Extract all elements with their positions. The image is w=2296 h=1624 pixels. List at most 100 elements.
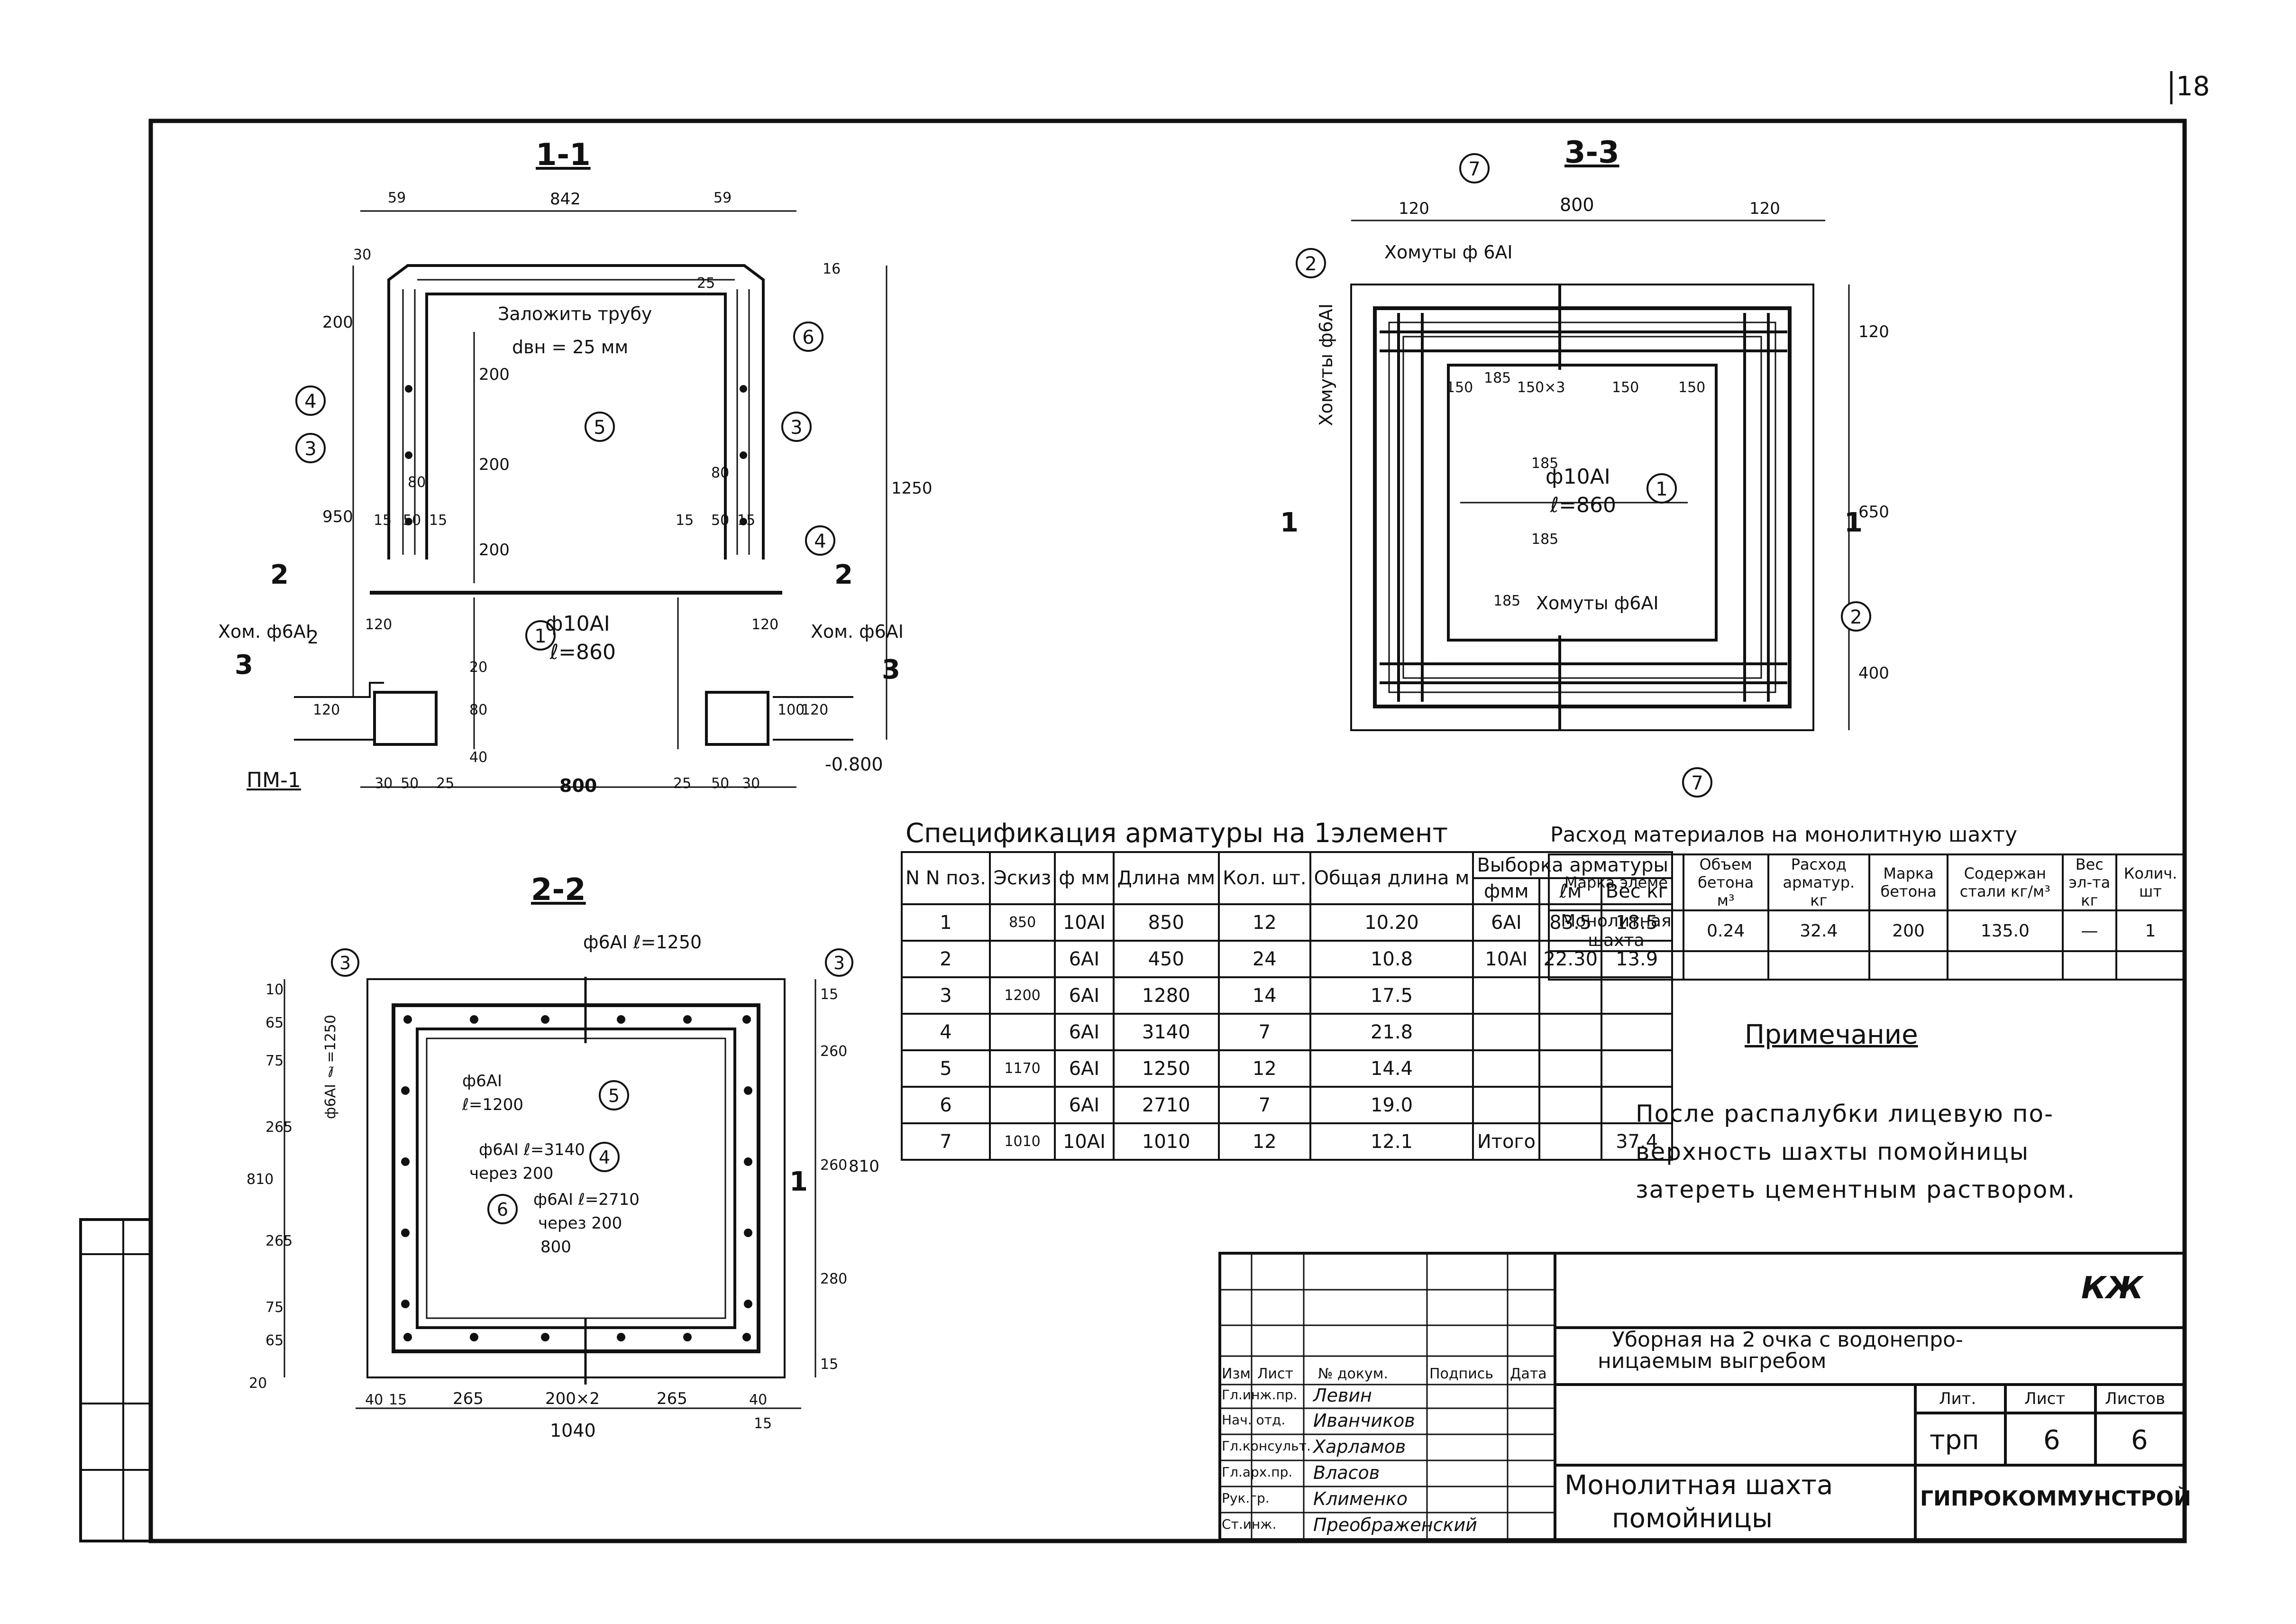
s1-dim-200-d: 200 (479, 541, 510, 560)
section-2-title: 2-2 (531, 872, 586, 908)
tb-name: Преображенский (1313, 1514, 1477, 1535)
sheet-number: 18 (2176, 71, 2210, 102)
svg-text:5: 5 (594, 417, 605, 439)
tb-col-izm: Изм (1222, 1366, 1251, 1382)
spec-cell-pos: 1 (901, 903, 991, 942)
spec-header-total: Общая длина м (1309, 851, 1474, 905)
s1-dim-80-bottom: 80 (469, 702, 488, 718)
spec-cell-length: 1010 (1112, 1122, 1220, 1161)
spec-cell-total: 21.8 (1309, 1013, 1474, 1051)
s1-dim-50-bottom-b: 50 (711, 775, 730, 792)
s1-dim-30-bottom-b: 30 (742, 775, 760, 792)
svg-text:7: 7 (1468, 158, 1480, 180)
s1-dim-120-a: 120 (365, 616, 393, 633)
s2-label-6b: через 200 (538, 1214, 622, 1233)
spec-cell-count: 12 (1218, 1049, 1311, 1088)
s1-dim-120-c: 120 (313, 702, 340, 718)
s3-dim-r-400: 400 (1858, 664, 1889, 683)
materials-cell: Монолитная шахта (1548, 909, 1684, 952)
s2-label-4a: ф6АI ℓ=3140 (479, 1140, 585, 1159)
s1-dim-50-b: 50 (711, 512, 730, 529)
s3-dim-150-c: 150 (1678, 379, 1706, 396)
spec-cell-sel-dia (1472, 1013, 1541, 1051)
s3-dim-185-c: 185 (1531, 531, 1559, 548)
spec-cell-sel-dia (1472, 1086, 1541, 1124)
spec-cell-total: 10.8 (1309, 940, 1474, 978)
section-3-drawing: 72 12 7 (1296, 153, 1871, 798)
s2-label-top: ф6АI ℓ=1250 (583, 932, 702, 953)
tb-code: КЖ (2081, 1271, 2143, 1306)
materials-cell: 0.24 (1682, 909, 1769, 952)
note-title: Примечание (1745, 1019, 1918, 1050)
spec-cell-sel-len (1538, 1013, 1603, 1051)
s1-dim-15-a: 15 (374, 512, 392, 529)
s3-clamps-bottom: Хомуты ф6АI (1536, 593, 1659, 614)
s1-dim-50-a: 50 (403, 512, 421, 529)
svg-text:4: 4 (304, 391, 316, 413)
tb-role: Ст.инж. (1222, 1516, 1277, 1532)
s1-dim-20: 20 (469, 659, 488, 676)
svg-text:3: 3 (304, 438, 316, 460)
section-1-pm-label: ПМ-1 (247, 768, 301, 792)
s2-label-4b: через 200 (469, 1164, 554, 1183)
materials-header: Расход арматур. кг (1767, 853, 1871, 911)
note-line-3: затереть цементным раствором. (1636, 1176, 2076, 1203)
s1-dim-200-b: 200 (479, 365, 510, 384)
s1-dim-30-bottom-a: 30 (375, 775, 393, 792)
spec-cell-length: 1280 (1112, 976, 1220, 1015)
s1-dim-50-bottom-a: 50 (401, 775, 419, 792)
spec-header-dia: ф мм (1054, 851, 1115, 905)
svg-text:1: 1 (1656, 478, 1667, 500)
spec-table-title: Спецификация арматуры на 1элемент (906, 818, 1448, 849)
materials-header: Объем бетона м³ (1682, 853, 1769, 911)
spec-cell-sel-weight (1601, 1049, 1673, 1088)
s1-dim-200-c: 200 (479, 455, 510, 474)
spec-header-length: Длина мм (1112, 851, 1220, 905)
s2-dim-l-10: 10 (265, 982, 284, 998)
spec-cell-total: 12.1 (1309, 1122, 1474, 1161)
spec-header-count: Кол. шт. (1218, 851, 1311, 905)
s2-dim-l-810: 810 (247, 1171, 274, 1188)
spec-cell-sel-len (1538, 1086, 1603, 1124)
spec-cell-count: 24 (1218, 940, 1311, 978)
spec-cell-sketch (988, 1086, 1056, 1124)
materials-cell: 1 (2115, 909, 2186, 952)
svg-text:4: 4 (814, 531, 826, 552)
tb-lit-header: Лит. (1939, 1389, 1976, 1408)
s1-dim-59-right: 59 (713, 190, 732, 206)
svg-text:4: 4 (599, 1147, 610, 1168)
s2-dim-r-260-b: 260 (820, 1157, 848, 1174)
spec-cell-length: 3140 (1112, 1013, 1220, 1051)
tb-name: Иванчиков (1313, 1410, 1415, 1431)
tb-sheets-header: Листов (2105, 1389, 2166, 1408)
tb-name: Клименко (1313, 1488, 1408, 1509)
spec-cell-sketch: 1010 (988, 1122, 1056, 1161)
tb-name: Харламов (1313, 1436, 1406, 1457)
section-1-mark-2-left: 2 (270, 560, 289, 590)
section-1-mark-3-left: 3 (235, 650, 253, 680)
title-block (1218, 1252, 2186, 1541)
section-1-callout-pipe-2: dвн = 25 мм (512, 337, 629, 358)
s2-label-800: 800 (540, 1238, 571, 1257)
tb-lit-value: трп (1930, 1425, 1979, 1456)
s2-dim-l-75-b: 75 (265, 1299, 284, 1316)
tb-role: Гл.инж.пр. (1222, 1387, 1298, 1403)
spec-cell-sketch: 1170 (988, 1049, 1056, 1088)
s2-dim-l-20: 20 (249, 1375, 267, 1392)
spec-header-sel-dia: фмм (1472, 877, 1541, 905)
s2-dim-r-260-a: 260 (820, 1043, 848, 1060)
spec-cell-count: 12 (1218, 903, 1311, 942)
s1-dim-842: 842 (550, 190, 581, 209)
spec-cell-count: 12 (1218, 1122, 1311, 1161)
s3-dim-r-650: 650 (1858, 503, 1889, 522)
tb-role: Рук.гр. (1222, 1490, 1270, 1506)
svg-text:1: 1 (534, 625, 546, 647)
note-line-2: верхность шахты помойницы (1636, 1138, 2030, 1165)
tb-col-doc: № докум. (1318, 1366, 1388, 1382)
s3-dim-185-b: 185 (1531, 455, 1559, 472)
